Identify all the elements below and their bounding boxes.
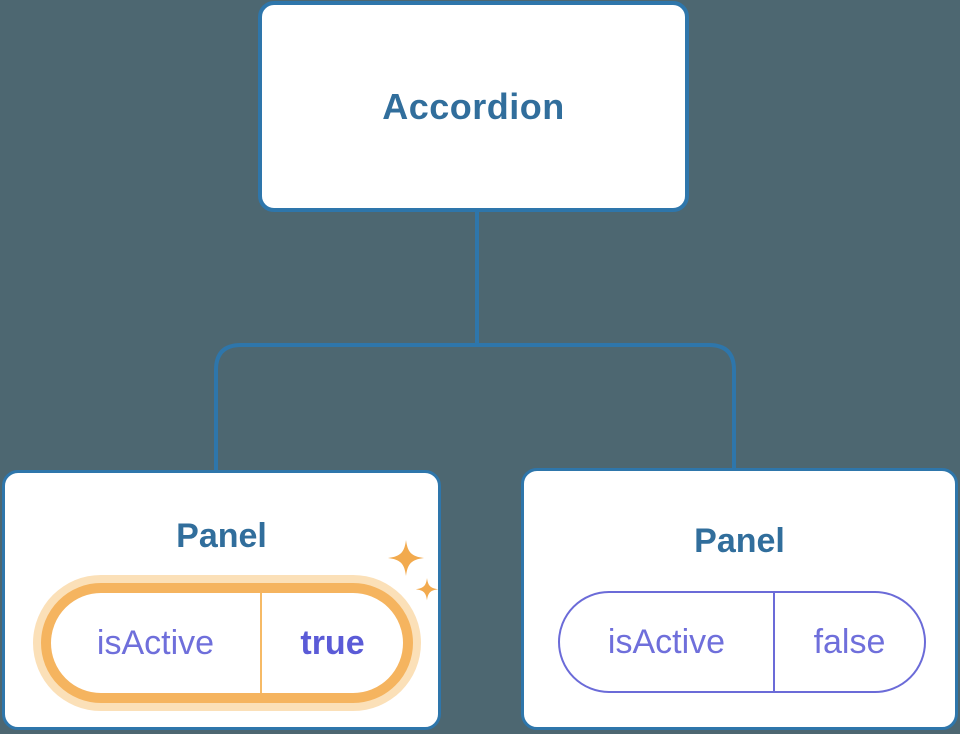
state-prop-value: true bbox=[300, 623, 365, 662]
state-pill-inactive: isActive false bbox=[558, 591, 926, 693]
state-prop-name: isActive bbox=[96, 623, 215, 662]
accordion-node-label: Accordion bbox=[382, 85, 565, 127]
panel-node-label: Panel bbox=[694, 522, 785, 560]
pill-divider bbox=[260, 593, 262, 693]
state-prop-name: isActive bbox=[607, 622, 726, 661]
panel-node-active: Panel isActive true bbox=[2, 470, 441, 730]
panel-node-inactive: Panel isActive false bbox=[521, 468, 958, 730]
pill-divider bbox=[773, 593, 775, 691]
panel-node-label: Panel bbox=[176, 517, 267, 555]
state-prop-value: false bbox=[813, 622, 886, 661]
accordion-node: Accordion bbox=[258, 1, 689, 212]
state-pill-active: isActive true bbox=[41, 583, 413, 703]
